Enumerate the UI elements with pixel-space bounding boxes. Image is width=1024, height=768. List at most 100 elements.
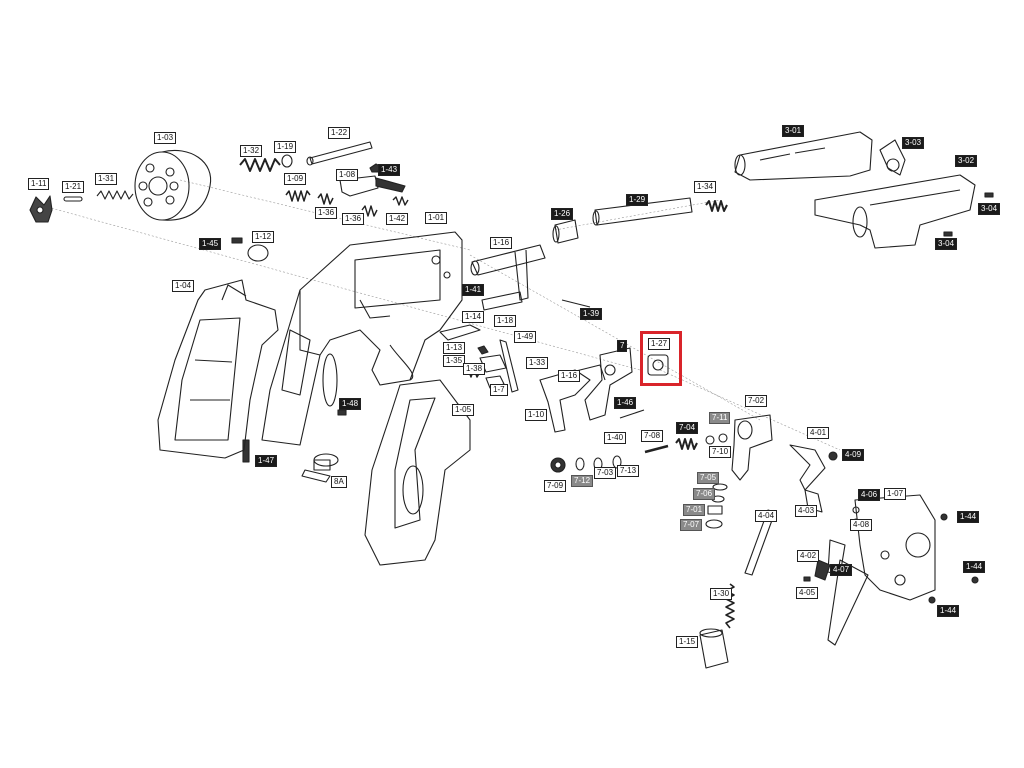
part-label: 1-05 bbox=[452, 404, 475, 416]
part-label: 1-39 bbox=[580, 308, 603, 320]
part-label: 7-11 bbox=[709, 412, 731, 424]
highlight-box bbox=[640, 331, 682, 386]
part-label: 7 bbox=[617, 340, 628, 352]
barrel-part bbox=[470, 244, 546, 311]
part-label: 3-03 bbox=[902, 137, 925, 149]
part-label: 1-42 bbox=[386, 213, 409, 225]
part-label: 1-30 bbox=[710, 588, 733, 600]
part-label: 4-08 bbox=[850, 519, 873, 531]
part-label: 1-08 bbox=[336, 169, 359, 181]
part-label: 3-02 bbox=[955, 155, 978, 167]
part-label: 7-05 bbox=[697, 472, 720, 484]
ejector-star-part bbox=[29, 195, 53, 223]
part-label: 1-7 bbox=[490, 384, 508, 396]
side-plate-part bbox=[827, 494, 936, 646]
sight-part bbox=[879, 139, 906, 176]
part-label: 1-43 bbox=[378, 164, 401, 176]
part-label: 4-05 bbox=[796, 587, 819, 599]
part-label: 1-41 bbox=[462, 284, 485, 296]
part-label: 7-06 bbox=[693, 488, 716, 500]
part-label: 1-49 bbox=[514, 331, 537, 343]
part-label: 7-10 bbox=[709, 446, 732, 458]
part-label: 1-44 bbox=[963, 561, 986, 573]
pawl-part bbox=[647, 354, 669, 376]
spring-part bbox=[96, 190, 134, 200]
part-label: 1-12 bbox=[252, 231, 275, 243]
part-label: 1-03 bbox=[154, 132, 177, 144]
pin-part bbox=[619, 409, 645, 419]
spring-part bbox=[675, 438, 698, 450]
part-label: 4-09 bbox=[842, 449, 865, 461]
part-label: 4-03 bbox=[795, 505, 818, 517]
valve-housing-part bbox=[731, 414, 773, 481]
part-label: 1-47 bbox=[255, 455, 278, 467]
part-label: 1-22 bbox=[328, 127, 351, 139]
part-label: 1-29 bbox=[626, 194, 649, 206]
spring-cap-part bbox=[699, 628, 729, 669]
part-label: 7-02 bbox=[745, 395, 768, 407]
part-label: 1-04 bbox=[172, 280, 195, 292]
part-label: 1-38 bbox=[463, 363, 486, 375]
part-label: 1-18 bbox=[494, 315, 517, 327]
upper-shroud-part bbox=[734, 131, 873, 181]
part-label: 7-12 bbox=[571, 475, 594, 487]
spring-part bbox=[705, 200, 728, 212]
part-label: 1-16 bbox=[490, 237, 513, 249]
part-label: 7-09 bbox=[544, 480, 567, 492]
part-label: 1-26 bbox=[551, 208, 574, 220]
latch-part bbox=[339, 175, 379, 197]
part-label: 1-16 bbox=[558, 370, 581, 382]
grip-left-part bbox=[157, 279, 279, 459]
part-label: 1-35 bbox=[443, 355, 466, 367]
part-label: 1-36 bbox=[315, 207, 338, 219]
part-label: 1-48 bbox=[339, 398, 362, 410]
part-label: 4-01 bbox=[807, 427, 830, 439]
part-label: 1-32 bbox=[240, 145, 263, 157]
part-label: 7-08 bbox=[641, 430, 664, 442]
spring-part bbox=[239, 158, 281, 172]
part-label: 1-09 bbox=[284, 173, 307, 185]
part-label: 3-04 bbox=[935, 238, 958, 250]
pin-part bbox=[63, 196, 83, 202]
part-label: 1-10 bbox=[525, 409, 548, 421]
screws-part bbox=[928, 513, 979, 604]
part-label: 3-01 bbox=[782, 125, 805, 137]
part-label: 1-34 bbox=[694, 181, 717, 193]
part-label: 3-04 bbox=[978, 203, 1001, 215]
part-label: 1-01 bbox=[425, 212, 448, 224]
part-label: 1-27 bbox=[648, 338, 671, 350]
part-label: 1-11 bbox=[28, 178, 50, 190]
hammer-part bbox=[584, 347, 633, 421]
part-label: 1-36 bbox=[342, 213, 365, 225]
part-label: 1-13 bbox=[443, 342, 466, 354]
lower-shroud-part bbox=[814, 174, 976, 249]
pin-part bbox=[561, 299, 591, 308]
rod-part bbox=[306, 141, 373, 166]
part-label: 7-07 bbox=[680, 519, 703, 531]
bushing-part bbox=[552, 219, 579, 244]
part-label: 1-45 bbox=[199, 238, 222, 250]
part-label: 4-07 bbox=[830, 564, 853, 576]
part-label: 4-06 bbox=[858, 489, 881, 501]
washer-part bbox=[281, 154, 293, 168]
part-label: 1-44 bbox=[957, 511, 980, 523]
part-label: 7-03 bbox=[594, 467, 617, 479]
part-label: 4-02 bbox=[797, 550, 820, 562]
part-label: 7-13 bbox=[617, 465, 640, 477]
valve-small-parts bbox=[705, 483, 728, 529]
part-label: 1-31 bbox=[95, 173, 118, 185]
part-label: 4-04 bbox=[755, 510, 778, 522]
cylinder-part bbox=[134, 149, 212, 221]
part-label: 7-04 bbox=[676, 422, 699, 434]
part-label: 1-46 bbox=[614, 397, 637, 409]
part-label: 1-15 bbox=[676, 636, 699, 648]
part-label: 1-19 bbox=[274, 141, 297, 153]
part-label: 7-01 bbox=[683, 504, 706, 516]
part-label: 1-07 bbox=[884, 488, 907, 500]
part-label: 1-33 bbox=[526, 357, 549, 369]
tube-part bbox=[592, 197, 693, 226]
part-label: 1-21 bbox=[62, 181, 85, 193]
frame-part bbox=[261, 231, 463, 446]
